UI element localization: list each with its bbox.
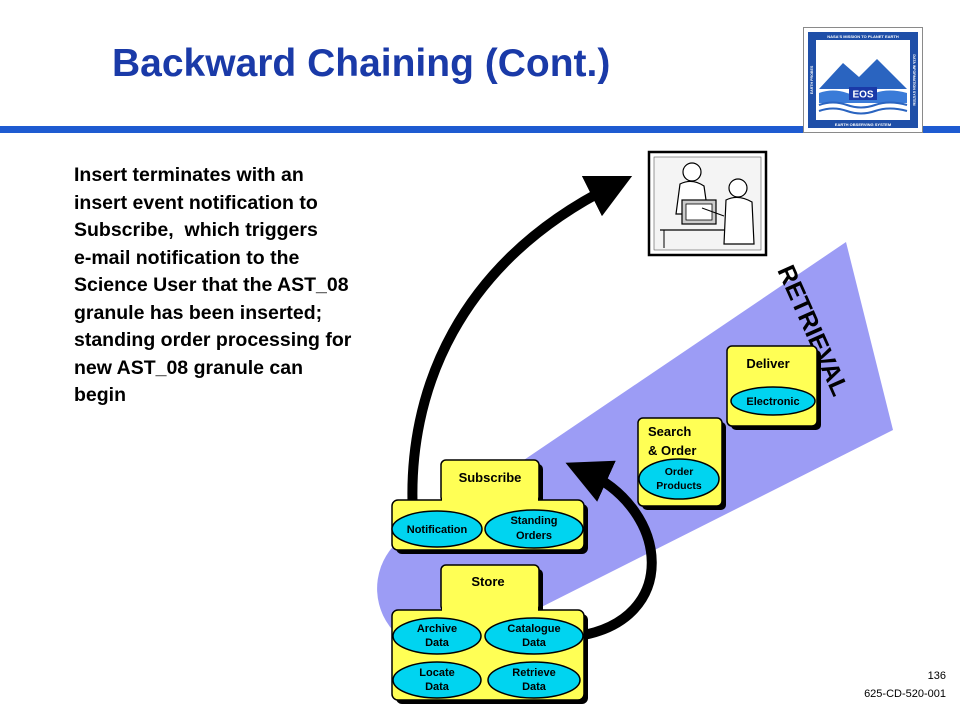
body-line: Science User that the AST_08	[74, 274, 349, 296]
deliver-title: Deliver	[746, 356, 789, 371]
locate-data-line-2: Data	[425, 681, 450, 693]
retrieve-data-line-1: Retrieve	[512, 667, 555, 679]
catalogue-data-line-2: Data	[522, 637, 547, 649]
subscribe-title: Subscribe	[459, 470, 522, 485]
body-line: insert event notification to	[74, 191, 318, 214]
catalogue-data-line-1: Catalogue	[507, 623, 560, 635]
body-paragraph: Insert terminates with an insert event n…	[74, 162, 424, 410]
search-order-box: Search & Order Order Products	[637, 417, 726, 510]
title-divider	[0, 126, 960, 133]
slide-title: Backward Chaining (Cont.)	[112, 42, 611, 85]
subscribe-box: Subscribe Notification Standing Orders	[391, 459, 588, 554]
science-user-illustration	[647, 150, 768, 257]
logo-left-text: EARTH PROBES	[810, 65, 814, 94]
store-to-subscribe-arrow	[565, 460, 657, 641]
electronic-service: Electronic	[746, 396, 799, 408]
retrieve-data-line-2: Data	[522, 681, 547, 693]
archive-data-line-2: Data	[425, 637, 450, 649]
logo-top-text: NASA'S MISSION TO PLANET EARTH	[827, 34, 899, 39]
store-box: Store Archive Data Catalogue Data Locate…	[391, 564, 588, 704]
standing-orders-line-2: Orders	[516, 530, 552, 542]
search-order-title-1: Search	[648, 424, 691, 439]
body-line: begin	[74, 384, 126, 406]
body-line: Subscribe, which triggers	[74, 219, 318, 241]
document-id: 625-CD-520-001	[864, 688, 946, 700]
order-products-line-2: Products	[656, 480, 702, 492]
body-line: e-mail notification to the	[74, 246, 300, 269]
locate-data-line-1: Locate	[419, 667, 454, 679]
archive-data-line-1: Archive	[417, 623, 457, 635]
body-line: granule has been inserted;	[74, 301, 323, 324]
search-order-title-2: & Order	[648, 443, 696, 458]
page-number: 136	[927, 670, 946, 682]
store-title: Store	[471, 574, 504, 589]
body-line: Insert terminates with an	[74, 164, 304, 186]
order-products-line-1: Order	[665, 466, 694, 478]
logo-right-text: DATA INFORMATION SYSTEM	[912, 54, 916, 105]
logo-badge: EOS	[852, 90, 873, 101]
body-line: new AST_08 granule can	[74, 356, 304, 379]
notification-service: Notification	[407, 524, 468, 536]
deliver-box: Deliver Electronic	[726, 345, 821, 430]
body-line: standing order processing for	[74, 329, 352, 351]
eos-logo: EOS NASA'S MISSION TO PLANET EARTH EARTH…	[803, 27, 923, 133]
notify-user-arrow	[407, 175, 633, 516]
logo-bottom-text: EARTH OBSERVING SYSTEM	[835, 122, 892, 127]
standing-orders-line-1: Standing	[510, 515, 557, 527]
